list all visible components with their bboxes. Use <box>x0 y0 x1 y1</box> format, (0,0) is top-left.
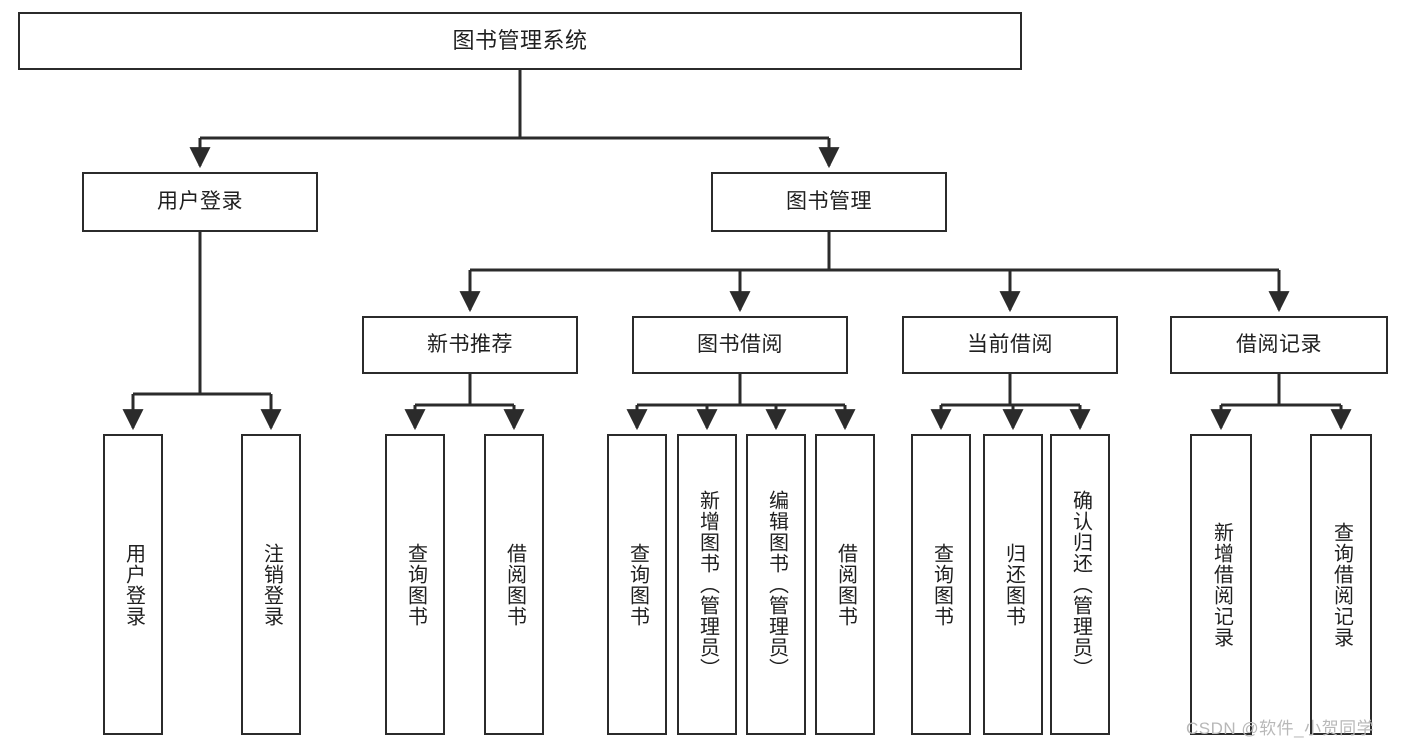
node-current-borrow-label: 当前借阅 <box>967 332 1053 356</box>
node-leaf-add-book[interactable]: 新增图书（管理员） <box>677 434 737 735</box>
node-leaf-user-logout-label: 注销登录 <box>260 542 283 627</box>
node-leaf-return-book-label: 归还图书 <box>1002 542 1025 627</box>
node-borrow-record-label: 借阅记录 <box>1236 332 1322 356</box>
node-leaf-borrow-book-1-label: 借阅图书 <box>503 542 526 627</box>
node-leaf-query-book-1[interactable]: 查询图书 <box>385 434 445 735</box>
node-book-borrow-label: 图书借阅 <box>697 332 783 356</box>
node-leaf-query-record[interactable]: 查询借阅记录 <box>1310 434 1372 735</box>
node-leaf-query-book-2[interactable]: 查询图书 <box>607 434 667 735</box>
node-leaf-add-record-label: 新增借阅记录 <box>1210 521 1233 648</box>
node-leaf-add-book-label: 新增图书（管理员） <box>696 490 719 679</box>
node-new-book-recommend[interactable]: 新书推荐 <box>362 316 578 374</box>
node-new-book-recommend-label: 新书推荐 <box>427 332 513 356</box>
node-leaf-query-book-1-label: 查询图书 <box>404 542 427 627</box>
node-leaf-edit-book[interactable]: 编辑图书（管理员） <box>746 434 806 735</box>
node-root-label: 图书管理系统 <box>452 28 588 54</box>
node-leaf-user-logout[interactable]: 注销登录 <box>241 434 301 735</box>
node-leaf-query-book-3[interactable]: 查询图书 <box>911 434 971 735</box>
node-leaf-confirm-return-label: 确认归还（管理员） <box>1069 490 1092 679</box>
node-user-login[interactable]: 用户登录 <box>82 172 318 232</box>
node-leaf-confirm-return[interactable]: 确认归还（管理员） <box>1050 434 1110 735</box>
node-borrow-record[interactable]: 借阅记录 <box>1170 316 1388 374</box>
node-leaf-add-record[interactable]: 新增借阅记录 <box>1190 434 1252 735</box>
node-leaf-query-book-2-label: 查询图书 <box>626 542 649 627</box>
node-current-borrow[interactable]: 当前借阅 <box>902 316 1118 374</box>
node-leaf-user-login[interactable]: 用户登录 <box>103 434 163 735</box>
node-root[interactable]: 图书管理系统 <box>18 12 1022 70</box>
node-book-borrow[interactable]: 图书借阅 <box>632 316 848 374</box>
node-leaf-query-book-3-label: 查询图书 <box>930 542 953 627</box>
node-leaf-borrow-book-2[interactable]: 借阅图书 <box>815 434 875 735</box>
node-leaf-query-record-label: 查询借阅记录 <box>1330 521 1353 648</box>
node-book-management[interactable]: 图书管理 <box>711 172 947 232</box>
node-leaf-edit-book-label: 编辑图书（管理员） <box>765 490 788 679</box>
node-leaf-user-login-label: 用户登录 <box>122 542 145 627</box>
node-leaf-borrow-book-2-label: 借阅图书 <box>834 542 857 627</box>
node-user-login-label: 用户登录 <box>157 189 243 213</box>
node-leaf-borrow-book-1[interactable]: 借阅图书 <box>484 434 544 735</box>
node-leaf-return-book[interactable]: 归还图书 <box>983 434 1043 735</box>
watermark: CSDN @软件_小贺同学 <box>1186 719 1375 738</box>
node-book-management-label: 图书管理 <box>786 189 872 213</box>
